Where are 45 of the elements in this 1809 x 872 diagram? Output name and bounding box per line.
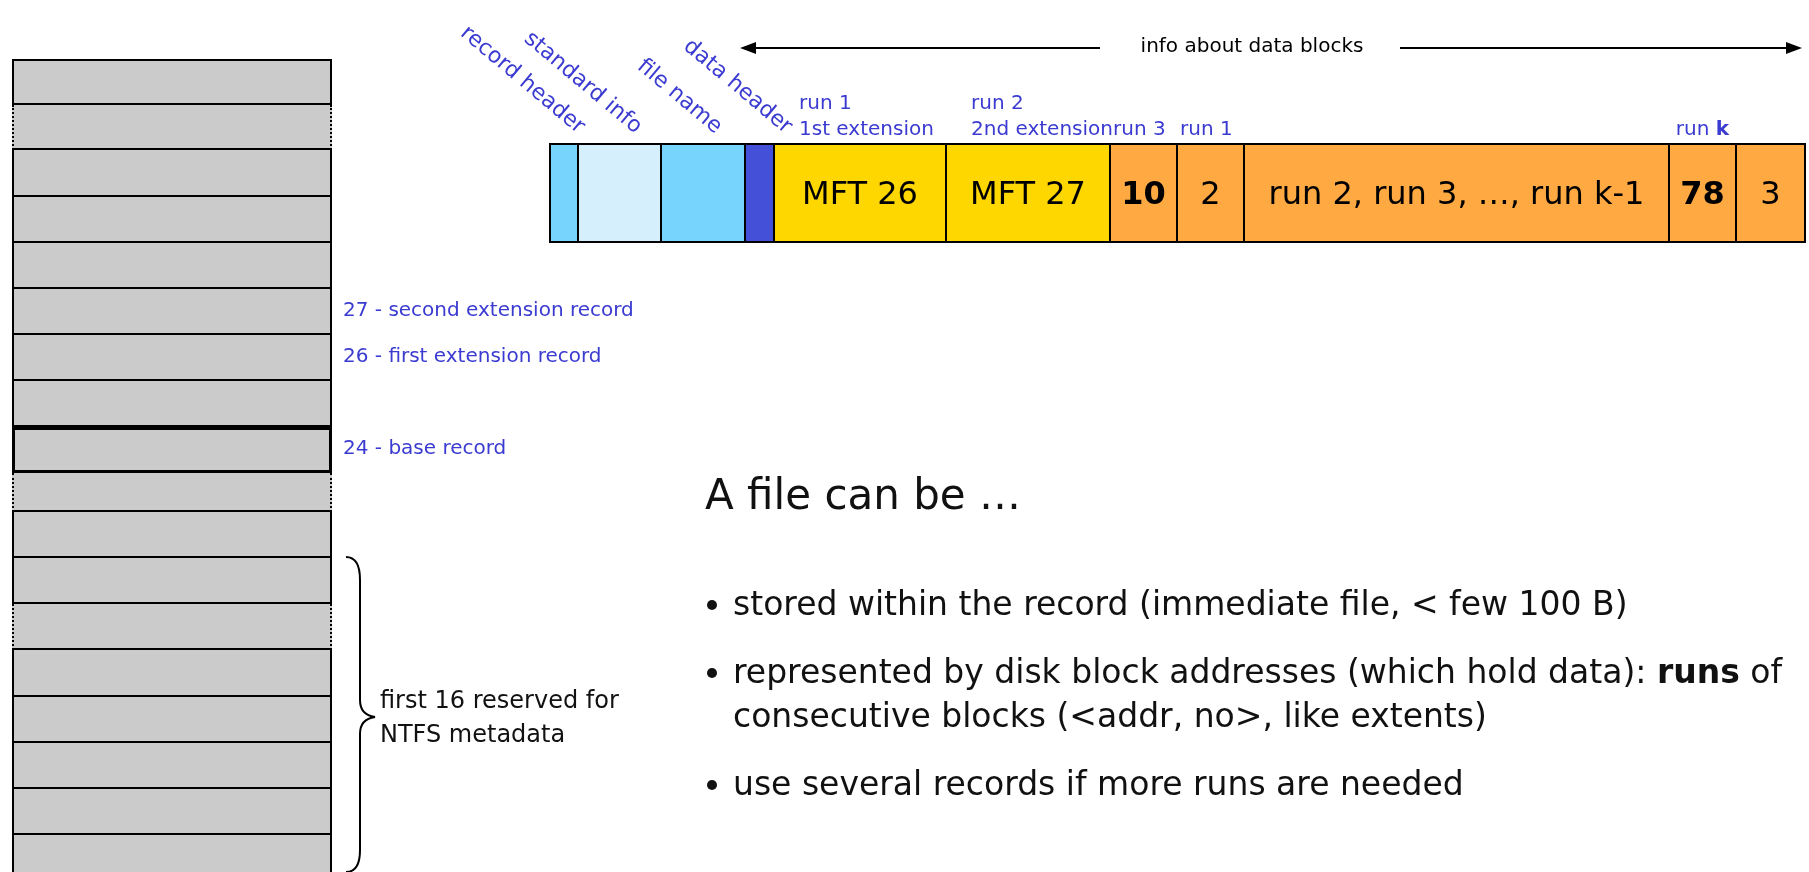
field-label: run 1 bbox=[1180, 116, 1233, 140]
mft-record-row bbox=[12, 697, 332, 743]
mft-record-row bbox=[12, 59, 332, 105]
mft-record-row bbox=[12, 650, 332, 697]
mft-record-row bbox=[12, 105, 332, 150]
heading: A file can be … bbox=[705, 470, 1022, 519]
mft-record-row bbox=[12, 512, 332, 558]
mft-record-row bbox=[12, 835, 332, 872]
mft-record-row bbox=[12, 289, 332, 335]
mft-record-row bbox=[12, 558, 332, 604]
run-length-field: 3 bbox=[1737, 143, 1806, 243]
bullet-text: represented by disk block addresses (which hold data): runs of consecutive blocks (<addr, no>, like extents) bbox=[733, 651, 1784, 737]
mft-record-row bbox=[12, 197, 332, 243]
bracket-label: first 16 reserved for NTFS metadata bbox=[380, 685, 620, 750]
mft-record-row bbox=[12, 243, 332, 289]
extension-field: MFT 26 bbox=[775, 143, 947, 243]
field-label: run 3 bbox=[1113, 116, 1166, 140]
mft-record-row bbox=[12, 381, 332, 427]
run-start-field: 10 bbox=[1111, 143, 1178, 243]
header-field bbox=[579, 143, 662, 243]
record-number-label: 27 - second extension record bbox=[343, 297, 634, 321]
field-label: run k bbox=[1675, 116, 1729, 140]
mft-record-row bbox=[12, 427, 332, 473]
bullet-text: stored within the record (immediate file, < few 100 B) bbox=[733, 583, 1629, 625]
field-label: 2nd extension bbox=[971, 116, 1113, 140]
mft-record-row bbox=[12, 743, 332, 789]
header-field bbox=[746, 143, 775, 243]
bullet-text: use several records if more runs are needed bbox=[733, 763, 1465, 805]
header-field bbox=[549, 143, 579, 243]
extension-field: MFT 27 bbox=[947, 143, 1111, 243]
mft-record-row bbox=[12, 473, 332, 512]
field-label: run 1 bbox=[799, 90, 852, 114]
runs-field: run 2, run 3, …, run k-1 bbox=[1245, 143, 1670, 243]
mft-record-row bbox=[12, 150, 332, 197]
mft-record-row bbox=[12, 604, 332, 650]
field-label: run 2 bbox=[971, 90, 1024, 114]
run-length-field: 2 bbox=[1178, 143, 1245, 243]
header-field bbox=[662, 143, 746, 243]
record-number-label: 24 - base record bbox=[343, 435, 507, 459]
dimension-label: info about data blocks bbox=[1139, 33, 1365, 57]
field-label: 1st extension bbox=[799, 116, 934, 140]
mft-record-row bbox=[12, 789, 332, 835]
run-start-field: 78 bbox=[1670, 143, 1737, 243]
mft-record-row bbox=[12, 335, 332, 381]
record-number-label: 26 - first extension record bbox=[343, 343, 602, 367]
